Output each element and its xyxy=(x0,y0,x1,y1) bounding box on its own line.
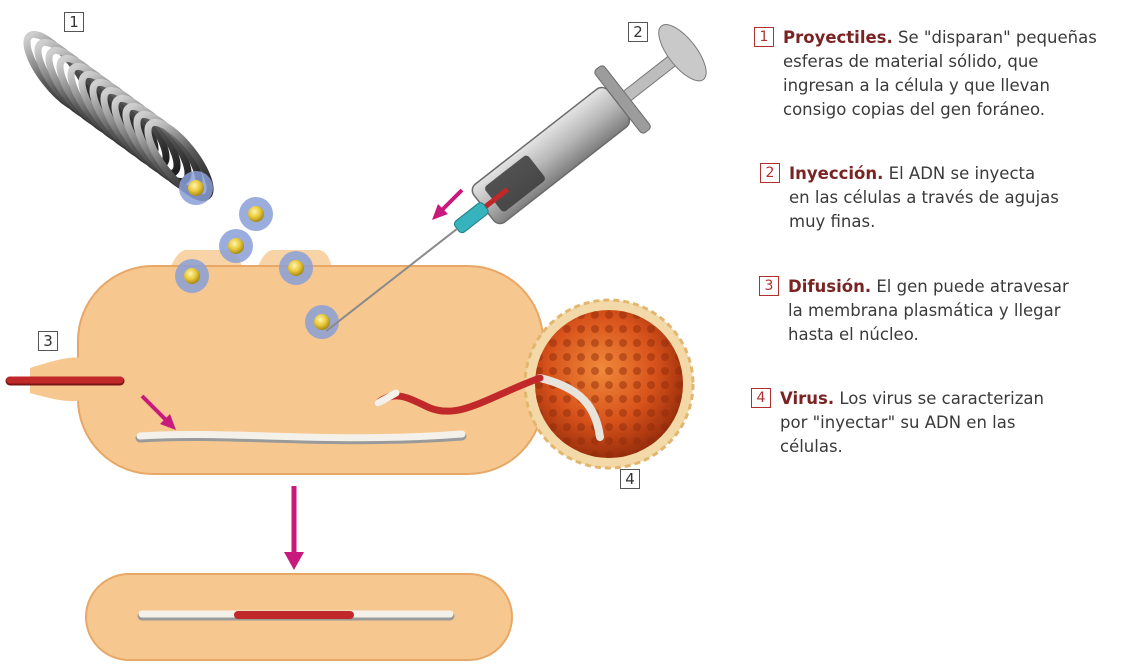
legend-line-2-3: muy finas. xyxy=(789,212,875,231)
legend-title-2: Inyección. xyxy=(789,164,883,183)
legend-title-4: Virus. xyxy=(780,389,834,408)
gold-bead xyxy=(288,260,304,276)
callout-1: 1 xyxy=(64,12,84,32)
gold-bead xyxy=(248,206,264,222)
callout-1-label: 1 xyxy=(69,13,79,31)
dna-strand-upper xyxy=(140,434,462,440)
legend-line-4-3: células. xyxy=(780,437,843,456)
callout-3: 3 xyxy=(38,331,58,351)
legend-line-3-2: la membrana plasmática y llegar xyxy=(788,301,1061,320)
legend-line-1-1: Se "disparan" pequeñas xyxy=(898,28,1097,47)
dna-fragment-diffusion xyxy=(10,380,120,381)
arrow-injection xyxy=(432,190,462,220)
legend-line-3-3: hasta el núcleo. xyxy=(788,325,919,344)
legend-number-1: 1 xyxy=(754,27,774,47)
gold-bead xyxy=(314,314,330,330)
gold-bead xyxy=(228,238,244,254)
legend-number-2: 2 xyxy=(760,163,780,183)
callout-2-label: 2 xyxy=(633,23,643,41)
legend-line-4-1: Los virus se caracterizan xyxy=(839,389,1044,408)
dna-strand-lower xyxy=(142,614,450,616)
legend-title-1: Proyectiles. xyxy=(783,28,893,47)
legend-line-2-1: El ADN se inyecta xyxy=(889,164,1035,183)
legend-line-2-2: en las células a través de agujas xyxy=(789,188,1059,207)
virus-particle xyxy=(525,300,693,468)
legend-title-3: Difusión. xyxy=(788,277,871,296)
legend-line-3-1: El gen puede atravesar xyxy=(876,277,1068,296)
callout-3-label: 3 xyxy=(43,332,53,350)
legend-line-4-2: por "inyectar" su ADN en las xyxy=(780,413,1015,432)
callout-2: 2 xyxy=(628,22,648,42)
gold-bead xyxy=(184,268,200,284)
legend-number-3: 3 xyxy=(759,276,779,296)
gold-bead xyxy=(188,180,204,196)
callout-4-label: 4 xyxy=(625,470,635,488)
legend-line-1-4: consigo copias del gen foráneo. xyxy=(783,100,1045,119)
legend-line-1-3: ingresan a la célula y que llevan xyxy=(783,76,1050,95)
callout-4: 4 xyxy=(620,469,640,489)
legend-line-1-2: esferas de material sólido, que xyxy=(783,52,1038,71)
legend-number-4: 4 xyxy=(751,388,771,408)
arrow-down xyxy=(284,486,304,570)
